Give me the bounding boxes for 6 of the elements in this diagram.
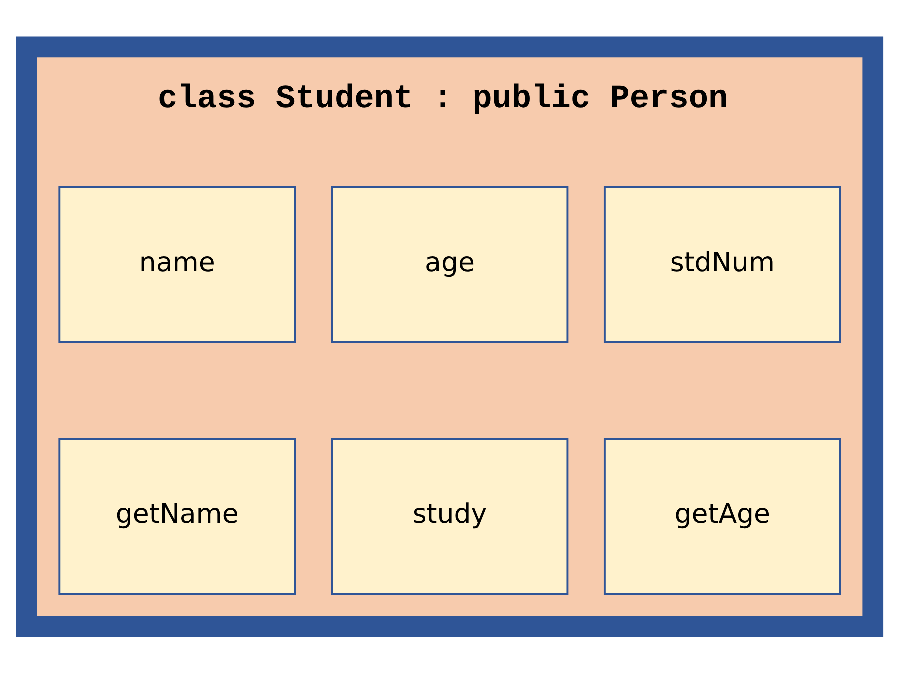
node-box: study (330, 438, 568, 595)
node-box: getName (58, 438, 296, 595)
node-box: stdNum (603, 186, 841, 344)
node-box: age (330, 186, 568, 344)
node-box: getAge (603, 438, 841, 595)
node-box: name (58, 186, 296, 344)
